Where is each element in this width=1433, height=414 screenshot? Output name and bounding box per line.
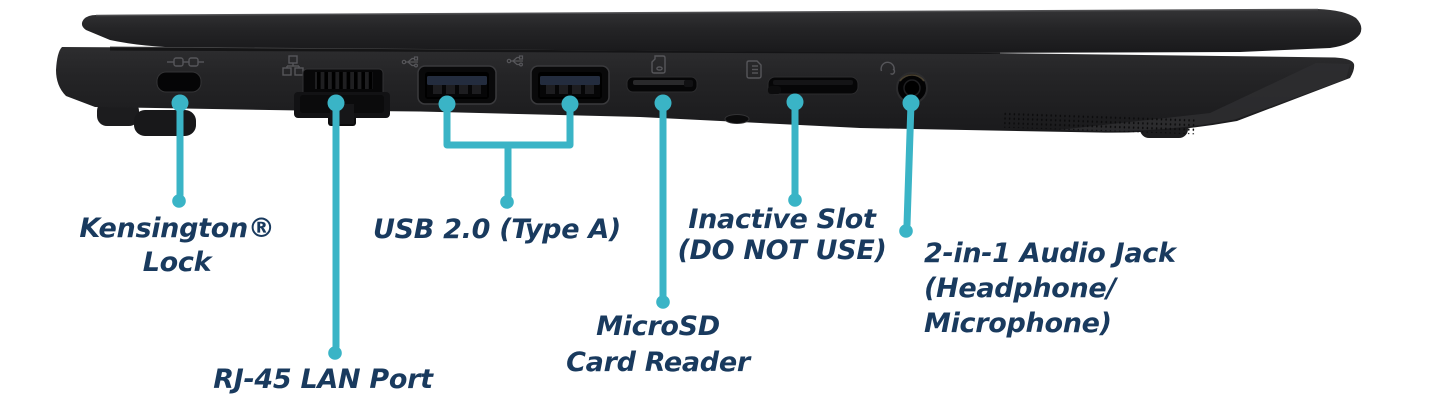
inactive-sim-slot: [767, 76, 859, 95]
usb-port-2: [530, 65, 610, 105]
base-underside-facet: [1058, 63, 1350, 132]
label-inactive-slot: Inactive Slot (DO NOT USE): [632, 204, 932, 266]
label-line: Inactive Slot: [688, 204, 876, 235]
kensington-lock-icon: [167, 57, 204, 67]
vent-grille: [1001, 110, 1197, 135]
screw-recess: [724, 114, 750, 124]
label-rj45-lan-port: RJ-45 LAN Port: [173, 363, 473, 397]
kensington-lock-slot: [156, 71, 202, 93]
label-audio-jack: 2-in-1 Audio Jack (Headphone/ Microphone…: [924, 236, 1254, 341]
usb-port-1: [417, 65, 497, 105]
label-line: MicroSD: [596, 311, 720, 342]
callout-microsd: [654, 94, 672, 309]
lid-top-highlight: [95, 8, 1319, 17]
microsd-slot: [626, 76, 698, 93]
base-body: [56, 47, 1355, 133]
callout-audio-jack: [899, 94, 920, 238]
label-line: Lock: [142, 247, 212, 278]
label-microsd-card-reader: MicroSD Card Reader: [508, 309, 808, 381]
microsd-card-icon: [651, 55, 666, 74]
label-line: USB 2.0 (Type A): [373, 214, 621, 245]
callout-kensington: [171, 94, 189, 208]
label-kensington-lock: Kensington® Lock: [27, 212, 327, 280]
usb-icon-2: [506, 55, 524, 67]
front-left-foot: [134, 110, 196, 136]
callout-rj45: [327, 94, 345, 360]
laptop-lid: [81, 8, 1362, 53]
headphone-icon: [880, 61, 896, 75]
hinge-seam: [110, 46, 1000, 54]
lid-body: [81, 9, 1362, 53]
label-line: (DO NOT USE): [677, 235, 887, 266]
label-line: Kensington®: [79, 213, 275, 244]
callout-usb-bracket: [438, 95, 579, 209]
label-usb-2-type-a: USB 2.0 (Type A): [347, 213, 647, 247]
label-line: RJ-45 LAN Port: [213, 364, 433, 395]
callout-lines: [171, 93, 920, 360]
callout-inactive-slot: [786, 93, 804, 207]
label-line: 2-in-1 Audio Jack: [924, 238, 1176, 269]
sim-card-icon: [746, 60, 762, 79]
port-icons: [167, 55, 896, 79]
lan-icon: [282, 55, 304, 76]
label-line: (Headphone/: [924, 273, 1116, 304]
laptop-base: [56, 47, 1355, 138]
usb-icon-1: [401, 56, 419, 68]
label-line: Microphone): [924, 308, 1112, 339]
label-line: Card Reader: [566, 347, 750, 378]
ports: [156, 65, 928, 126]
